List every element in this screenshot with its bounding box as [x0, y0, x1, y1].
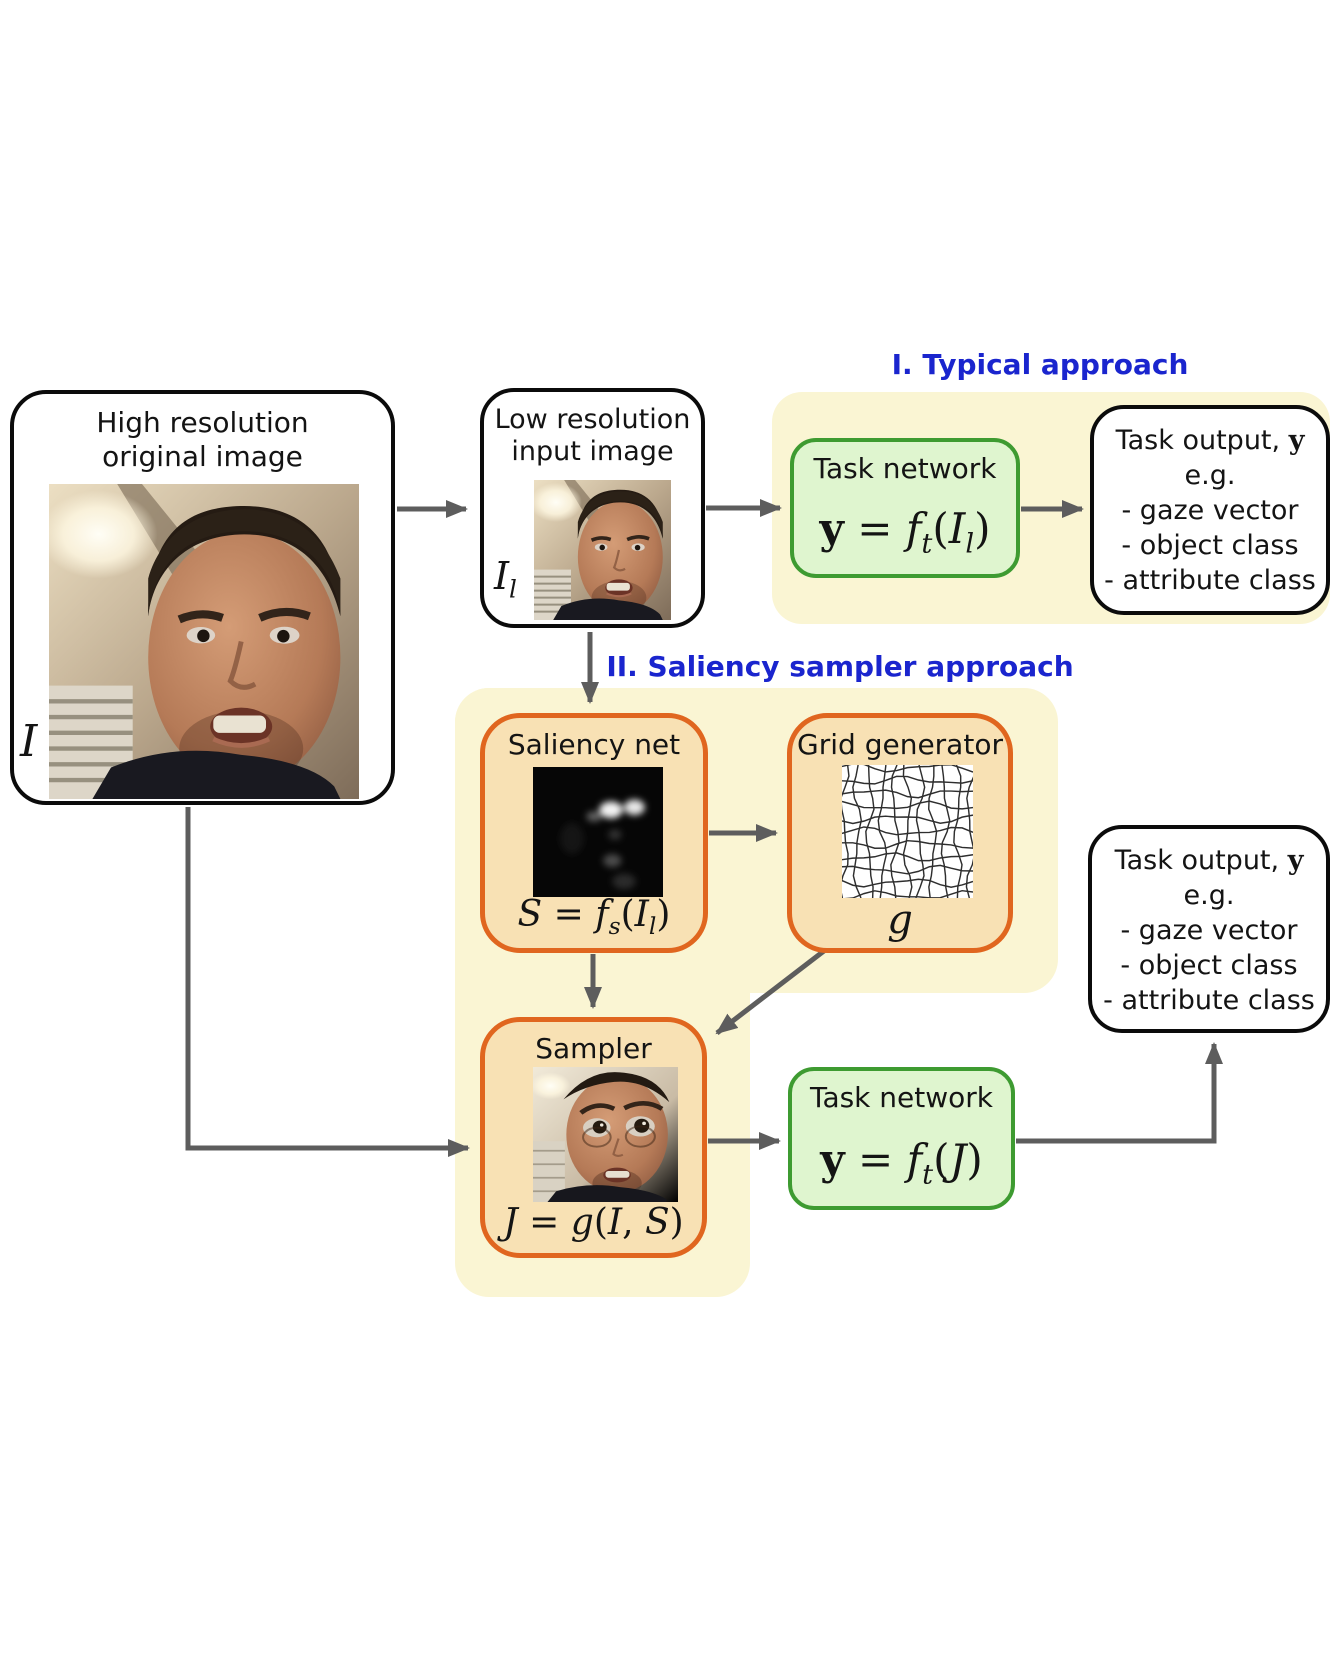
low-res-title-line1: Low resolution	[494, 404, 691, 435]
task-network-1-box: Task network y = ft(Il)	[790, 438, 1020, 578]
task-output-1-box: Task output, y e.g. - gaze vector - obje…	[1090, 405, 1330, 615]
task-output-1-item: - gaze vector	[1121, 495, 1299, 526]
task-output-2-item: - object class	[1120, 950, 1298, 981]
deformed-grid-image	[842, 765, 973, 898]
task-output-1-title: Task output, y	[1115, 425, 1305, 456]
saliency-net-formula: S = fs(Il)	[517, 893, 671, 940]
low-res-image-box: Low resolution input image Il	[480, 388, 705, 628]
arrow-tasknet2-to-taskoutput2	[1016, 1042, 1223, 1144]
low-res-title-line2: input image	[511, 436, 674, 468]
low-res-photo	[534, 480, 671, 620]
task-output-1-list: Task output, y e.g. - gaze vector - obje…	[1094, 423, 1326, 598]
low-res-box-title: Low resolution input image	[484, 404, 701, 469]
low-res-symbol-label: Il	[494, 554, 517, 604]
task-output-2-eg: e.g.	[1183, 880, 1235, 911]
grid-generator-title: Grid generator	[797, 728, 1003, 761]
sampler-title: Sampler	[535, 1032, 652, 1065]
task-output-1-eg: e.g.	[1184, 460, 1236, 491]
grid-generator-box: Grid generator g	[787, 713, 1013, 953]
high-res-image-box: High resolution original image I	[10, 390, 395, 805]
sampler-box: Sampler J = g(I, S)	[480, 1017, 707, 1258]
task-output-2-box: Task output, y e.g. - gaze vector - obje…	[1088, 825, 1330, 1033]
grid-generator-formula: g	[887, 897, 913, 943]
saliency-net-title: Saliency net	[507, 728, 681, 761]
high-res-title-line2: original image	[102, 439, 303, 473]
task-output-2-list: Task output, y e.g. - gaze vector - obje…	[1092, 843, 1326, 1018]
heading-typical-approach: I. Typical approach	[891, 348, 1189, 381]
task-output-2-title: Task output, y	[1114, 845, 1304, 876]
task-network-1-title: Task network	[813, 452, 997, 485]
task-network-2-title: Task network	[809, 1081, 994, 1114]
heading-saliency-sampler-approach: II. Saliency sampler approach	[606, 650, 1074, 683]
task-network-2-box: Task network y = ft(J)	[788, 1067, 1015, 1210]
saliency-net-box: Saliency net S = fs(Il)	[480, 713, 708, 953]
task-network-1-formula: y = ft(Il)	[819, 504, 991, 560]
high-res-photo	[49, 484, 359, 799]
task-output-2-item: - attribute class	[1103, 985, 1315, 1016]
saliency-map-image	[533, 767, 663, 897]
arrow-highres-to-sampler	[185, 807, 470, 1157]
task-network-2-formula: y = ft(J)	[820, 1135, 983, 1191]
high-res-box-title: High resolution original image	[14, 406, 391, 473]
task-output-1-item: - attribute class	[1104, 565, 1316, 596]
high-res-symbol-label: I	[20, 716, 38, 767]
task-output-1-item: - object class	[1121, 530, 1299, 561]
sampled-warped-photo	[533, 1067, 678, 1202]
task-output-2-item: - gaze vector	[1120, 915, 1298, 946]
high-res-title-line1: High resolution	[96, 406, 309, 439]
sampler-formula: J = g(I, S)	[503, 1202, 684, 1243]
